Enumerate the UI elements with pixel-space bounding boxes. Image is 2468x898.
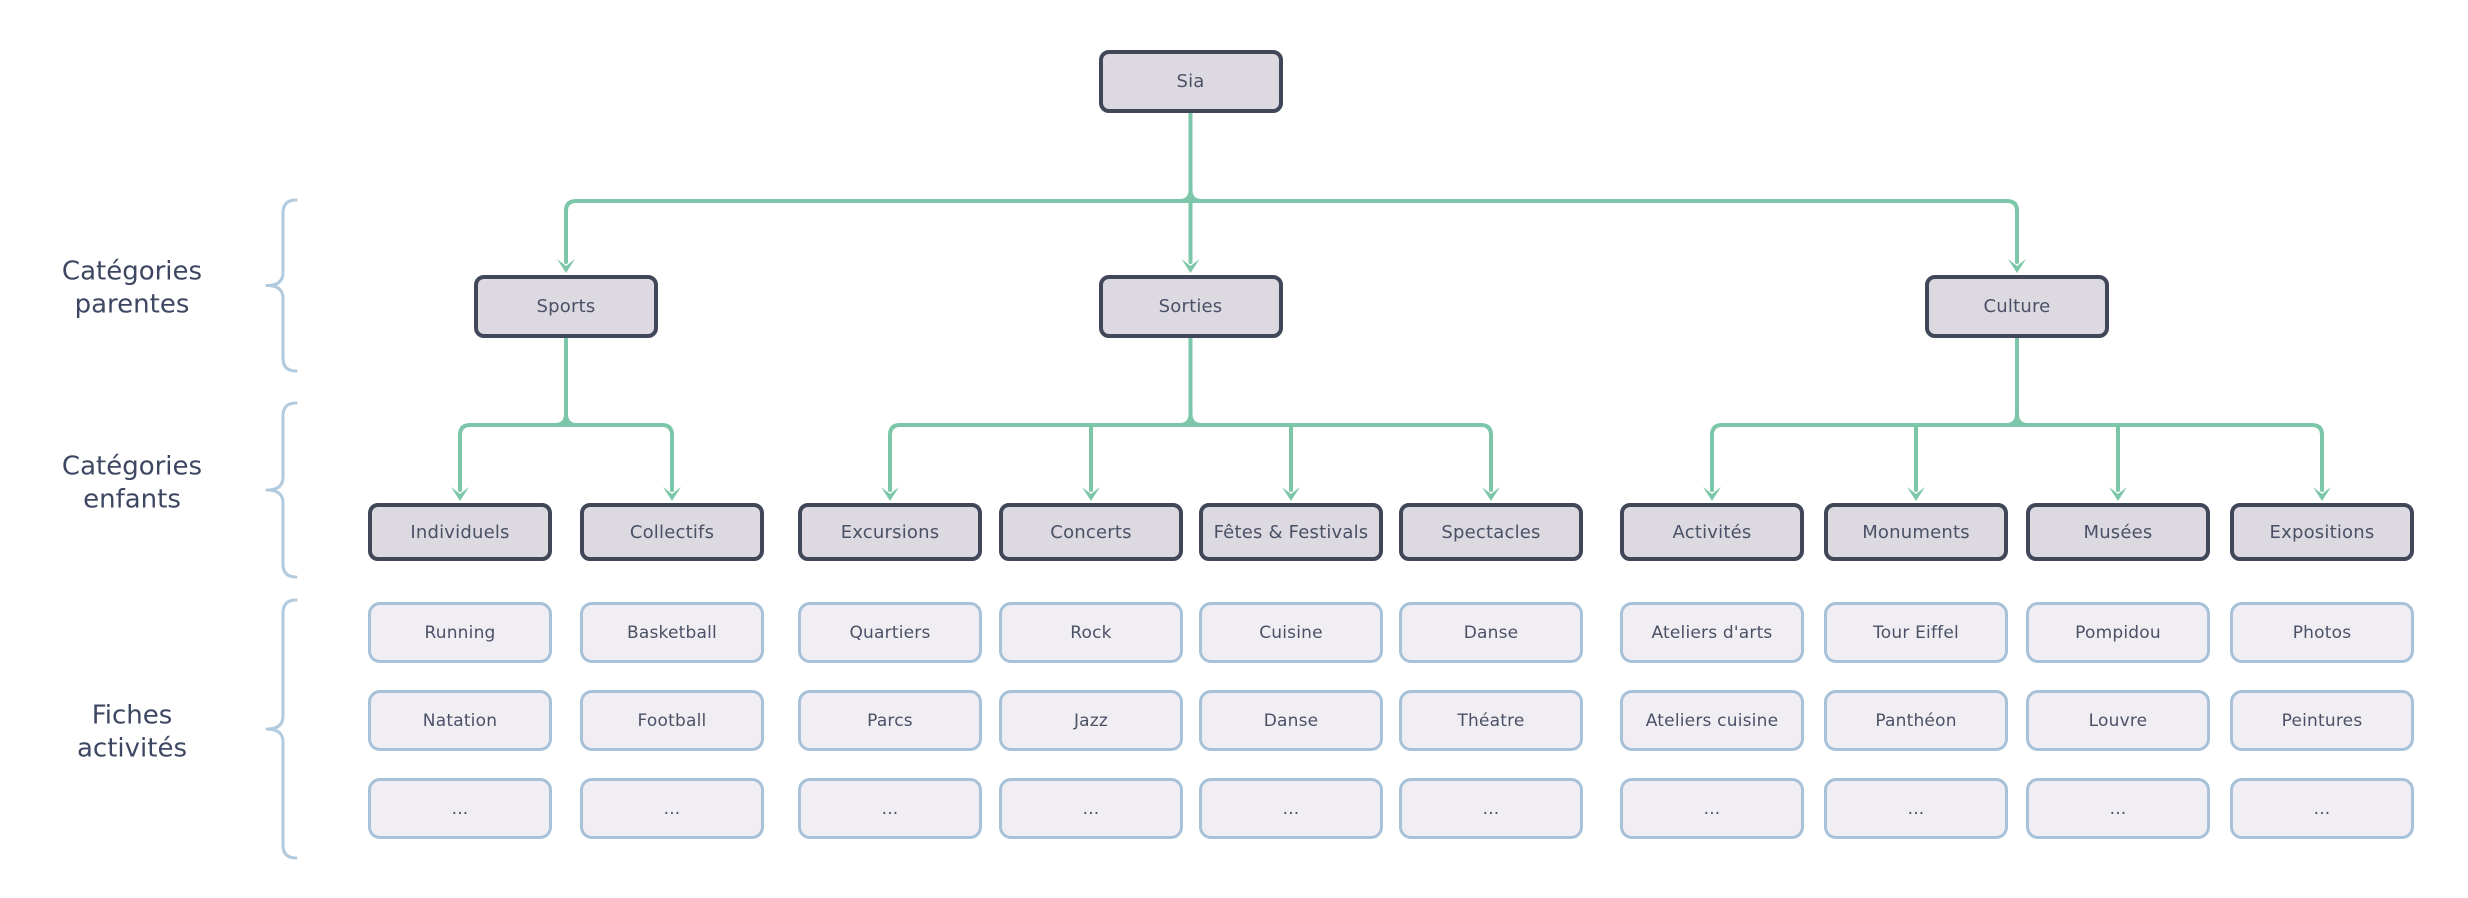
connector-line [888, 423, 1493, 492]
activity-card: ... [580, 778, 764, 839]
connector-line [1710, 423, 2324, 492]
label-line: Fiches [91, 700, 173, 731]
connector-line [458, 423, 674, 492]
activity-card: Théatre [1399, 690, 1583, 751]
child-category-node: Individuels [368, 503, 552, 561]
activity-card: Quartiers [798, 602, 982, 663]
parent-category-node: Sorties [1098, 275, 1283, 338]
activity-card: Ateliers d'arts [1620, 602, 1804, 663]
arrowhead-icon [1082, 487, 1100, 501]
arrowhead-icon [663, 487, 681, 501]
label-fiches-activites: Fiches activités [6, 700, 258, 767]
activity-card: Natation [368, 690, 552, 751]
connector-line [564, 412, 579, 427]
activity-card: ... [1399, 778, 1583, 839]
child-category-node: Collectifs [580, 503, 764, 561]
curly-braces [265, 198, 298, 860]
arrowhead-icon [1907, 487, 1925, 501]
connector-line [1188, 188, 1204, 203]
activity-card: Panthéon [1824, 690, 2008, 751]
label-line: Catégories [61, 256, 203, 287]
connector-line [1188, 412, 1204, 427]
child-category-node: Expositions [2230, 503, 2414, 561]
arrowhead-icon [1703, 487, 1721, 501]
activity-card: Tour Eiffel [1824, 602, 2008, 663]
activity-card: ... [2026, 778, 2210, 839]
activity-card: ... [999, 778, 1183, 839]
activity-card: ... [2230, 778, 2414, 839]
activity-card: Ateliers cuisine [1620, 690, 1804, 751]
child-category-node: Activités [1620, 503, 1804, 561]
activity-card: ... [798, 778, 982, 839]
child-category-node: Excursions [798, 503, 982, 561]
activity-card: ... [1199, 778, 1383, 839]
activity-card: ... [1620, 778, 1804, 839]
arrowhead-icon [1482, 487, 1500, 501]
activity-card: Running [368, 602, 552, 663]
label-line: activités [77, 734, 187, 764]
curly-brace [265, 401, 298, 579]
label-line: enfants [83, 485, 181, 515]
curly-brace [265, 198, 298, 373]
activity-card: Football [580, 690, 764, 751]
parent-category-node: Sports [474, 275, 658, 338]
activity-card: Basketball [580, 602, 764, 663]
arrowhead-icon [1282, 487, 1300, 501]
curly-brace [265, 598, 298, 860]
connector-line [2015, 412, 2030, 427]
activity-card: ... [368, 778, 552, 839]
parent-category-node: Culture [1925, 275, 2109, 338]
child-category-node: Musées [2026, 503, 2210, 561]
activity-card: Parcs [798, 690, 982, 751]
child-category-node: Spectacles [1399, 503, 1583, 561]
arrowhead-icon [557, 259, 575, 273]
root-node: Sia [1098, 50, 1283, 113]
arrowheads [451, 259, 2331, 501]
activity-card: Peintures [2230, 690, 2414, 751]
activity-card: Pompidou [2026, 602, 2210, 663]
activity-card: Jazz [999, 690, 1183, 751]
activity-card: Rock [999, 602, 1183, 663]
arrowhead-icon [2109, 487, 2127, 501]
arrowhead-icon [451, 487, 469, 501]
label-line: Catégories [61, 451, 203, 482]
arrowhead-icon [2008, 259, 2026, 273]
child-category-node: Monuments [1824, 503, 2008, 561]
child-category-node: Fêtes & Festivals [1199, 503, 1383, 561]
connector-lines [458, 111, 2324, 492]
connector-line [564, 199, 2019, 264]
label-categories-parentes: Catégories parentes [6, 256, 258, 323]
child-category-node: Concerts [999, 503, 1183, 561]
activity-card: Danse [1399, 602, 1583, 663]
activity-card: ... [1824, 778, 2008, 839]
arrowhead-icon [881, 487, 899, 501]
label-categories-enfants: Catégories enfants [6, 451, 258, 518]
activity-card: Photos [2230, 602, 2414, 663]
activity-card: Danse [1199, 690, 1383, 751]
activity-card: Louvre [2026, 690, 2210, 751]
arrowhead-icon [2313, 487, 2331, 501]
arrowhead-icon [1181, 259, 1200, 273]
activity-card: Cuisine [1199, 602, 1383, 663]
label-line: parentes [74, 290, 190, 320]
